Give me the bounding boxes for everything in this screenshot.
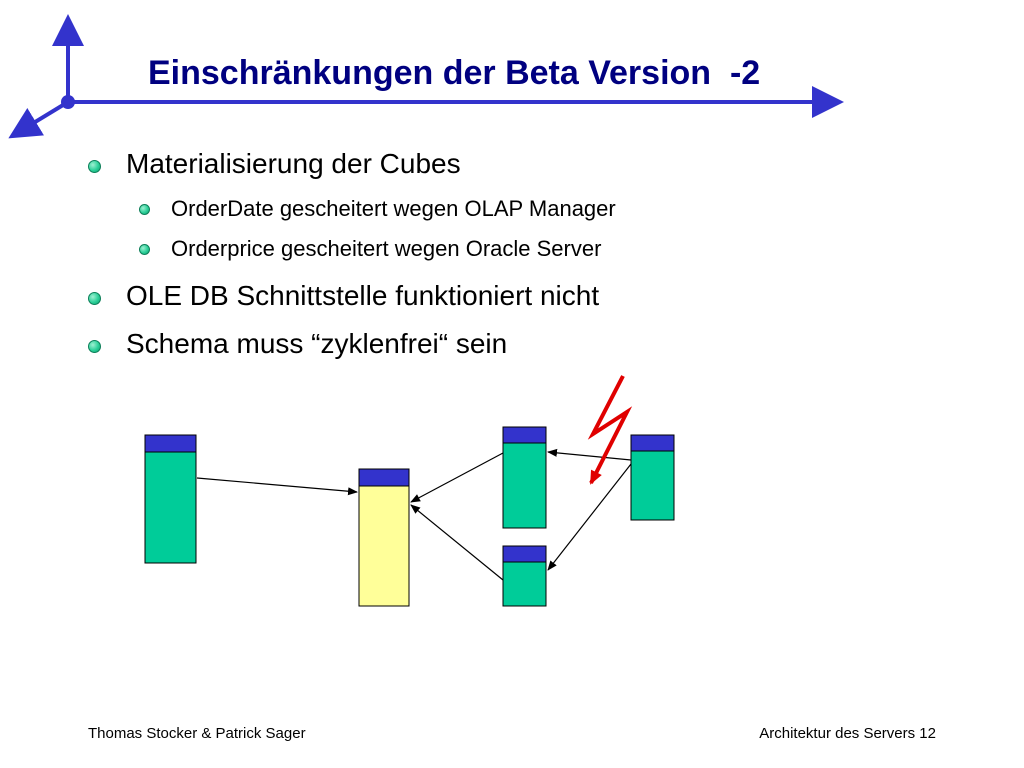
sub-bullet-item: OrderDate gescheitert wegen OLAP Manager (171, 196, 616, 221)
schema-diagram (144, 375, 675, 607)
table-center (358, 468, 410, 607)
bullet-icon (88, 340, 101, 353)
sub-bullet-icon (139, 204, 150, 215)
bullet-icon (88, 160, 101, 173)
link-arrow (410, 504, 504, 581)
bullet-item: Materialisierung der Cubes (126, 148, 461, 179)
link-arrow (547, 463, 632, 571)
table-d (630, 434, 675, 521)
table-header (630, 434, 675, 452)
lightning-icon (587, 375, 633, 485)
table-body (358, 485, 410, 607)
table-c (502, 545, 547, 607)
table-header (502, 545, 547, 563)
link-arrow (547, 448, 632, 461)
table-header (502, 426, 547, 444)
axis-origin (61, 95, 75, 109)
axis-diagonal (8, 100, 70, 139)
axis-decoration-icon (8, 14, 844, 139)
table-body (630, 450, 675, 521)
link-arrow (196, 477, 358, 496)
table-a (144, 434, 197, 564)
slide-title: Einschränkungen der Beta Version -2 (148, 54, 761, 92)
footer-authors: Thomas Stocker & Patrick Sager (88, 725, 306, 742)
sub-bullet-icon (139, 244, 150, 255)
table-body (502, 561, 547, 607)
table-header (144, 434, 197, 453)
bullet-item: OLE DB Schnittstelle funktioniert nicht (126, 280, 600, 311)
sub-bullet-item: Orderprice gescheitert wegen Oracle Serv… (171, 236, 602, 261)
footer-section-page: Architektur des Servers 12 (759, 725, 936, 742)
table-b (502, 426, 547, 529)
bullet-item: Schema muss “zyklenfrei“ sein (126, 328, 508, 359)
bullet-icon (88, 292, 101, 305)
table-body (144, 451, 197, 564)
link-arrow (410, 452, 504, 503)
table-body (502, 442, 547, 529)
table-header (358, 468, 410, 487)
